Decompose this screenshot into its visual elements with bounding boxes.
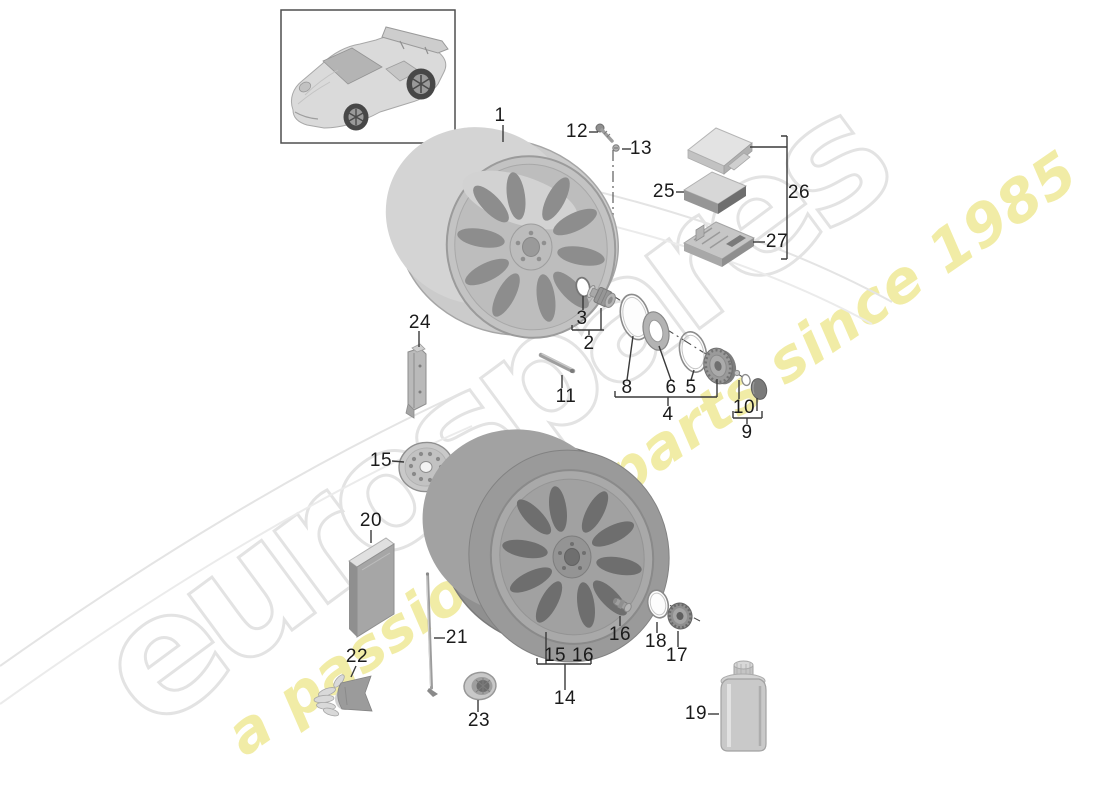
car-front-wheel [343, 103, 369, 131]
part-label-17: 17 [665, 645, 689, 666]
retaining-ring-part-8 [619, 293, 651, 341]
storage-case-part-26a [687, 127, 753, 175]
car-rear-wheel [406, 68, 436, 100]
wheel-bolt-part-2 [586, 284, 616, 308]
cap-disc-part-9 [750, 378, 768, 400]
part-label-16: 16 [608, 624, 632, 645]
part-label-23: 23 [467, 710, 491, 731]
part-label-25: 25 [652, 181, 676, 202]
part-label-18: 18 [644, 631, 668, 652]
ring-part-5 [678, 331, 708, 373]
part-label-12: 12 [565, 121, 589, 142]
part-label-6: 6 [665, 377, 677, 398]
part-label-26: 26 [787, 182, 811, 203]
washer-part-6 [642, 311, 670, 351]
part-label-1: 1 [494, 105, 506, 126]
part-label-8: 8 [621, 377, 633, 398]
spring-ball-part-10 [733, 369, 751, 387]
tire-valve-part-12 [595, 123, 614, 143]
part-label-20: 20 [359, 510, 383, 531]
part-label-19: 19 [684, 703, 708, 724]
vehicle-thumbnail-box [280, 9, 456, 144]
valve-screw-part-13 [612, 144, 620, 152]
tool-rod-part-21 [425, 572, 438, 697]
part-label-13: 13 [629, 138, 653, 159]
part-label-4: 4 [662, 404, 674, 425]
part-label-11: 11 [555, 386, 577, 407]
alloy-wheel-part-1 [385, 127, 619, 339]
module-box-part-25 [682, 171, 748, 214]
sealant-bottle-part-19 [720, 660, 767, 752]
leader-lines [350, 125, 788, 715]
part-label-9: 9 [741, 422, 753, 443]
hub-cap-part-17 [667, 602, 693, 630]
part-label-27: 27 [765, 231, 789, 252]
support-bracket-part-24 [405, 343, 427, 419]
part-label-24: 24 [408, 312, 432, 333]
hub-drum-part-4 [703, 347, 737, 385]
valve-part-16 [612, 597, 632, 613]
car-thumbnail [290, 26, 449, 131]
wheel-with-tire-part-14 [422, 429, 670, 663]
balance-weight-part-11 [538, 352, 576, 374]
seal-ring-part-3 [575, 276, 591, 298]
part-label-2: 2 [583, 333, 595, 354]
lock-nut-part-23 [463, 671, 497, 701]
manual-booklet-part-20 [348, 537, 395, 638]
part-label-15-16: 15 16 [543, 645, 595, 666]
part-label-14: 14 [553, 688, 577, 709]
part-label-5: 5 [685, 377, 697, 398]
work-glove-part-22 [313, 674, 373, 717]
part-label-21: 21 [445, 627, 469, 648]
part-label-3: 3 [576, 308, 588, 329]
mount-bracket-part-27 [682, 221, 756, 267]
ring-part-18 [646, 589, 670, 619]
part-label-15: 15 [369, 450, 393, 471]
part-label-10: 10 [732, 397, 756, 418]
part-label-22: 22 [345, 646, 369, 667]
